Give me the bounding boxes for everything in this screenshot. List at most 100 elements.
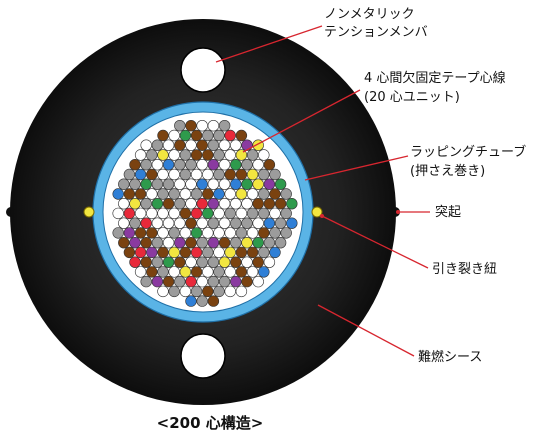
optical-fiber xyxy=(224,129,236,142)
optical-fiber xyxy=(202,188,214,200)
optical-fiber xyxy=(218,159,231,171)
optical-fiber xyxy=(258,188,270,200)
optical-fiber xyxy=(140,237,152,249)
optical-fiber xyxy=(207,237,220,249)
label-ripcord: 引き裂き紐 xyxy=(432,262,498,277)
optical-fiber xyxy=(269,188,281,200)
leader-line-tension-member xyxy=(215,25,323,63)
optical-fiber xyxy=(185,198,197,210)
optical-fiber xyxy=(168,227,180,239)
optical-fiber xyxy=(252,237,264,249)
optical-fiber xyxy=(230,139,242,151)
optical-fiber xyxy=(274,178,287,190)
optical-fiber xyxy=(235,129,248,142)
optical-fiber xyxy=(151,217,164,229)
optical-fiber xyxy=(146,168,158,181)
optical-fiber xyxy=(202,168,214,181)
optical-fiber xyxy=(168,207,180,220)
optical-fiber xyxy=(174,198,186,210)
optical-fiber xyxy=(218,275,231,288)
optical-fiber xyxy=(162,275,175,288)
optical-fiber xyxy=(224,188,236,200)
optical-fiber xyxy=(185,275,197,288)
optical-fiber xyxy=(246,227,259,239)
optical-fiber xyxy=(134,246,147,259)
tension-member-top xyxy=(180,47,226,93)
optical-fiber xyxy=(207,256,220,268)
optical-fiber xyxy=(129,217,141,229)
optical-fiber xyxy=(252,256,264,268)
optical-fiber xyxy=(118,237,130,249)
optical-fiber xyxy=(185,159,197,171)
optical-fiber xyxy=(207,119,220,132)
optical-fiber xyxy=(196,139,208,151)
optical-fiber xyxy=(140,256,152,268)
optical-fiber xyxy=(174,139,186,151)
optical-fiber xyxy=(235,246,248,259)
optical-fiber xyxy=(112,227,124,239)
optical-fiber xyxy=(162,217,175,229)
optical-fiber xyxy=(185,256,197,268)
optical-fiber xyxy=(196,295,208,307)
optical-fiber xyxy=(263,198,276,210)
optical-fiber xyxy=(258,207,270,220)
optical-fiber xyxy=(213,129,225,142)
label-tension-member-line2: テンションメンバ xyxy=(324,25,428,40)
optical-fiber xyxy=(213,149,225,161)
optical-fiber xyxy=(224,207,236,220)
optical-fiber xyxy=(241,178,253,190)
optical-fiber xyxy=(280,227,292,239)
label-sheath: 難燃シース xyxy=(418,350,483,365)
optical-fiber xyxy=(224,246,236,259)
optical-fiber xyxy=(112,188,124,200)
optical-fiber xyxy=(235,149,248,161)
optical-fiber xyxy=(280,188,292,200)
label-ribbon-line2: (20 心ユニット) xyxy=(364,90,460,105)
optical-fiber xyxy=(286,198,298,210)
optical-fiber xyxy=(151,198,164,210)
optical-fiber xyxy=(252,159,264,171)
optical-fiber xyxy=(179,168,192,181)
label-wrapping-tube-line1: ラッピングチューブ xyxy=(410,145,527,160)
optical-fiber xyxy=(134,149,147,161)
optical-fiber xyxy=(230,178,242,190)
optical-fiber xyxy=(174,275,186,288)
label-protrusion: 突起 xyxy=(435,205,462,220)
optical-fiber xyxy=(224,285,236,298)
diagram-caption: <200 心構造> xyxy=(156,414,264,432)
optical-fiber xyxy=(246,207,259,220)
optical-fiber xyxy=(258,227,270,239)
optical-fiber xyxy=(162,198,175,210)
optical-fiber xyxy=(112,207,124,220)
optical-fiber xyxy=(274,237,287,249)
optical-fiber xyxy=(218,178,231,190)
optical-fiber xyxy=(207,275,220,288)
optical-fiber xyxy=(174,256,186,268)
optical-fiber xyxy=(168,246,180,259)
optical-fiber xyxy=(185,295,197,307)
optical-fiber xyxy=(174,178,186,190)
optical-fiber xyxy=(179,227,192,239)
optical-fiber xyxy=(196,256,208,268)
optical-fiber xyxy=(140,178,152,190)
optical-fiber xyxy=(134,266,147,278)
optical-fiber xyxy=(218,217,231,229)
optical-fiber xyxy=(207,159,220,171)
optical-fiber xyxy=(241,237,253,249)
optical-fiber xyxy=(207,217,220,229)
optical-fiber xyxy=(263,159,276,171)
optical-fiber xyxy=(263,256,276,268)
optical-fiber xyxy=(146,149,158,161)
optical-fiber xyxy=(174,119,186,132)
optical-fiber xyxy=(157,129,169,142)
optical-fiber xyxy=(140,139,152,151)
optical-fiber xyxy=(146,246,158,259)
leader-line-ribbon xyxy=(242,89,361,153)
leader-line-wrapping-tube xyxy=(304,155,409,181)
leader-line-ripcord xyxy=(321,215,429,269)
optical-fiber xyxy=(157,188,169,200)
optical-fiber xyxy=(151,159,164,171)
optical-fiber xyxy=(134,168,147,181)
ripcord-right xyxy=(311,206,323,218)
